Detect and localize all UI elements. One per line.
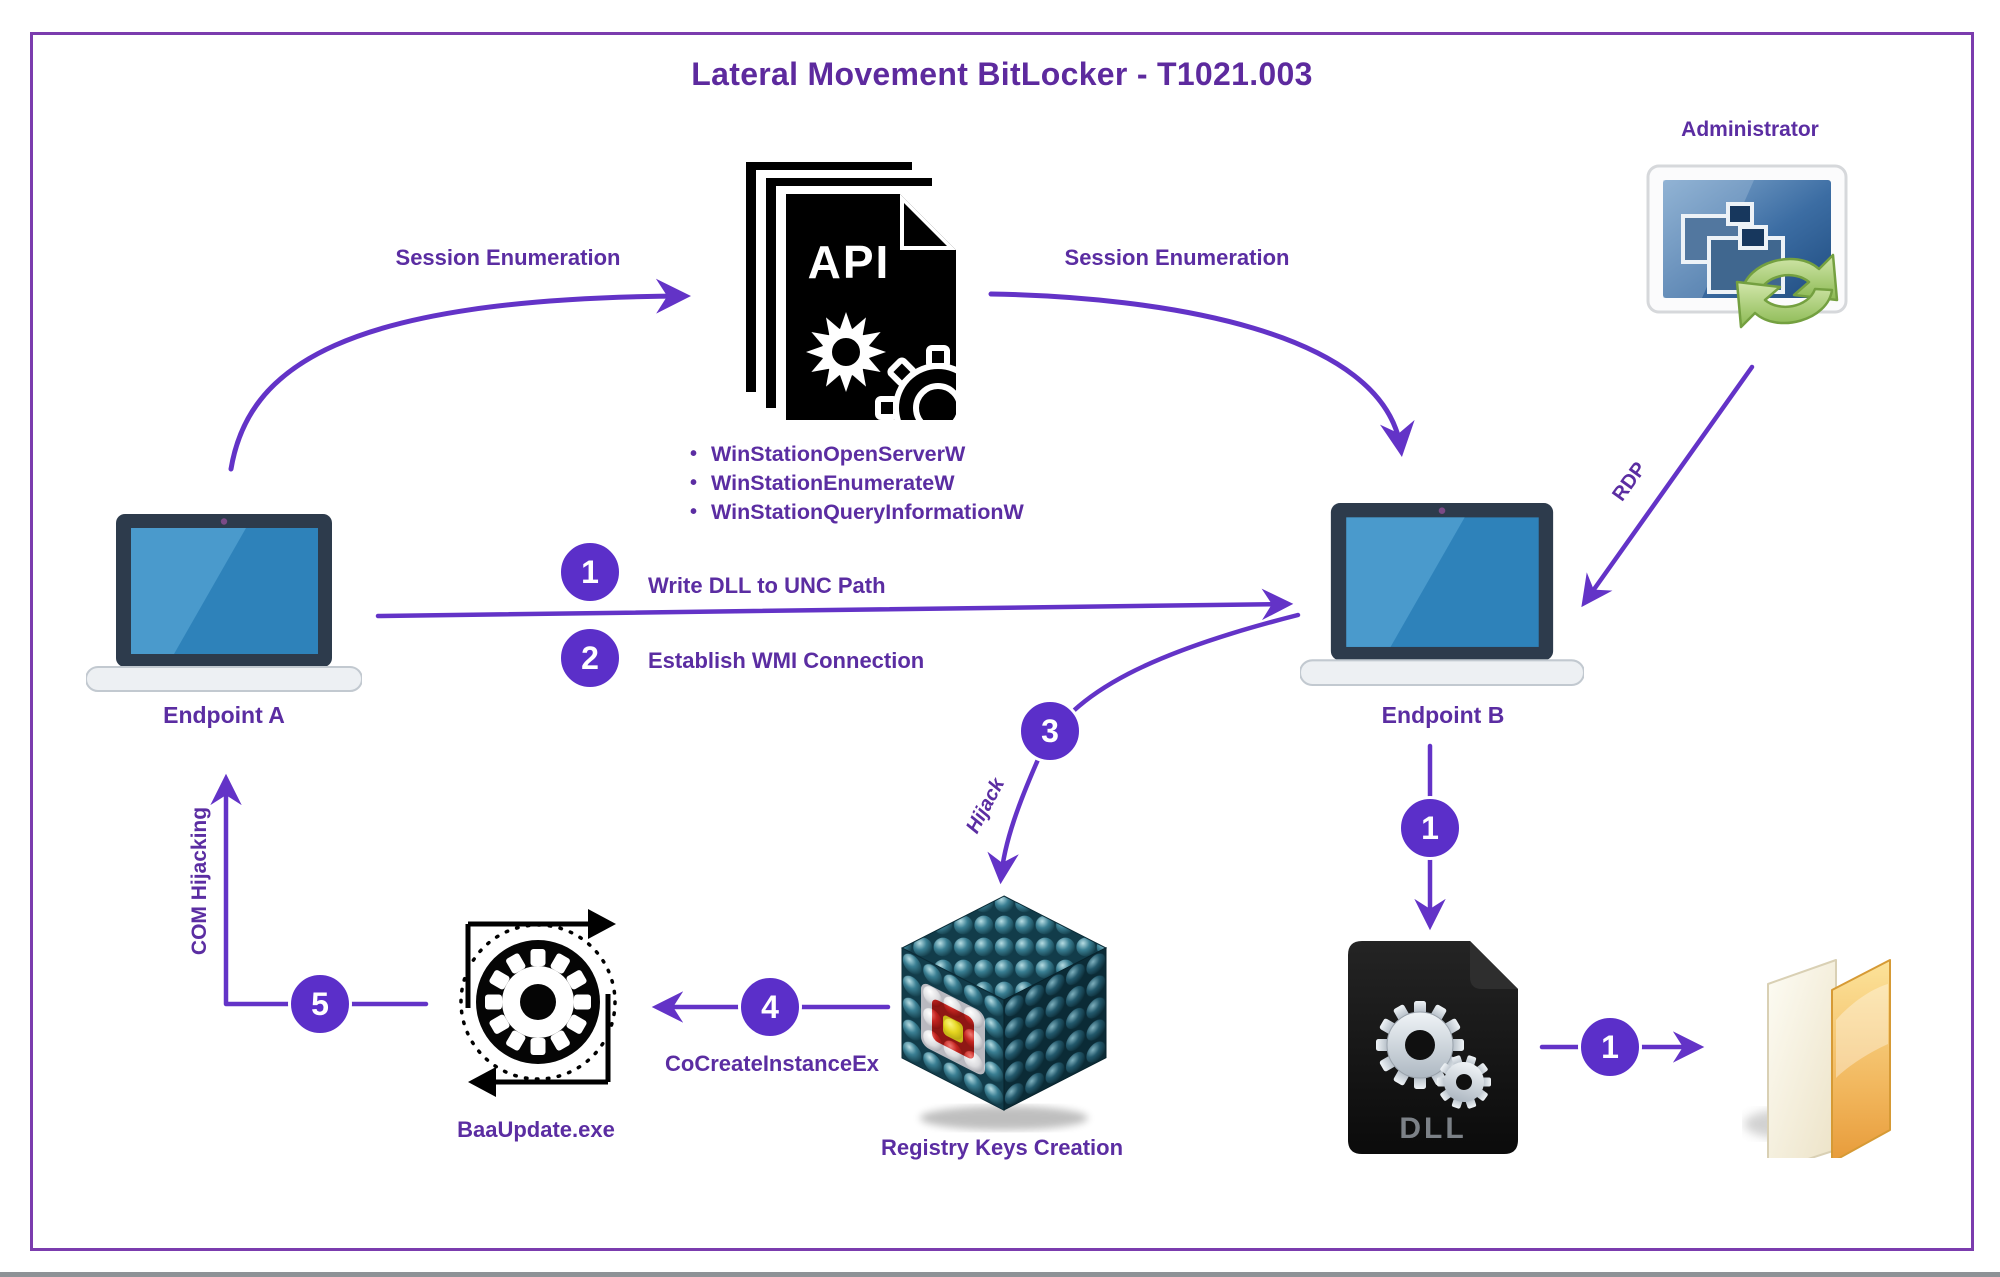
step-badge-number: 4 bbox=[761, 988, 779, 1025]
border-frame bbox=[30, 32, 1974, 1251]
session-enumeration-right-label: Session Enumeration bbox=[1064, 245, 1290, 270]
arrow-session-enum-right bbox=[988, 291, 1415, 457]
step-badge-drop-dll: 1 bbox=[1398, 796, 1462, 860]
dll-label: DLL bbox=[1399, 1112, 1466, 1145]
arrow-write-dll-wmi bbox=[375, 588, 1294, 621]
laptop-icon bbox=[1300, 503, 1584, 686]
write-dll-label: Write DLL to UNC Path bbox=[648, 573, 886, 598]
folder-icon bbox=[1744, 959, 1891, 1158]
step-badge-number: 5 bbox=[311, 985, 329, 1022]
endpoint-a-label: Endpoint A bbox=[163, 702, 285, 728]
registry-cube-icon bbox=[900, 895, 1108, 1130]
api-function-item: WinStationQueryInformationW bbox=[690, 499, 1024, 526]
registry-label: Registry Keys Creation bbox=[880, 1135, 1124, 1160]
step-badge-4: 4 bbox=[738, 975, 802, 1039]
step-badge-3: 3 bbox=[1018, 699, 1082, 763]
step-badge-number: 1 bbox=[1601, 1028, 1619, 1065]
arrow-session-enum-left bbox=[228, 278, 691, 472]
step-badge-number: 3 bbox=[1041, 712, 1059, 749]
arrow-rdp bbox=[1581, 364, 1755, 608]
api-label: API bbox=[808, 236, 891, 288]
baaupdate-label: BaaUpdate.exe bbox=[457, 1117, 615, 1142]
step-badge-number: 2 bbox=[581, 639, 599, 676]
gear-process-icon bbox=[459, 909, 617, 1097]
step-badge-number: 1 bbox=[1421, 809, 1439, 846]
api-function-item: WinStationOpenServerW bbox=[690, 441, 1024, 468]
endpoint-b-label: Endpoint B bbox=[1381, 702, 1505, 728]
step-badge-dll-to-folder: 1 bbox=[1578, 1015, 1642, 1079]
step-badge-number: 1 bbox=[581, 553, 599, 590]
page-title: Lateral Movement BitLocker - T1021.003 bbox=[691, 56, 1313, 92]
com-hijacking-label: COM Hijacking bbox=[188, 806, 211, 956]
wmi-label: Establish WMI Connection bbox=[648, 648, 925, 673]
remote-desktop-sync-icon bbox=[1646, 164, 1848, 329]
cocreate-label: CoCreateInstanceEx bbox=[665, 1051, 879, 1076]
laptop-icon bbox=[86, 514, 362, 692]
api-function-item: WinStationEnumerateW bbox=[690, 470, 1024, 497]
step-badge-5: 5 bbox=[288, 972, 352, 1036]
api-function-list: WinStationOpenServerW WinStationEnumerat… bbox=[690, 441, 1024, 526]
administrator-label: Administrator bbox=[1681, 118, 1819, 141]
arrow-com-hijacking bbox=[210, 773, 429, 1007]
dll-file-icon: DLL bbox=[1348, 941, 1518, 1154]
step-badge-2: 2 bbox=[558, 626, 622, 690]
api-documents-icon: API bbox=[746, 162, 956, 420]
bottom-edge-bar bbox=[0, 1272, 2000, 1277]
session-enumeration-left-label: Session Enumeration bbox=[395, 245, 621, 270]
step-badge-1: 1 bbox=[558, 540, 622, 604]
